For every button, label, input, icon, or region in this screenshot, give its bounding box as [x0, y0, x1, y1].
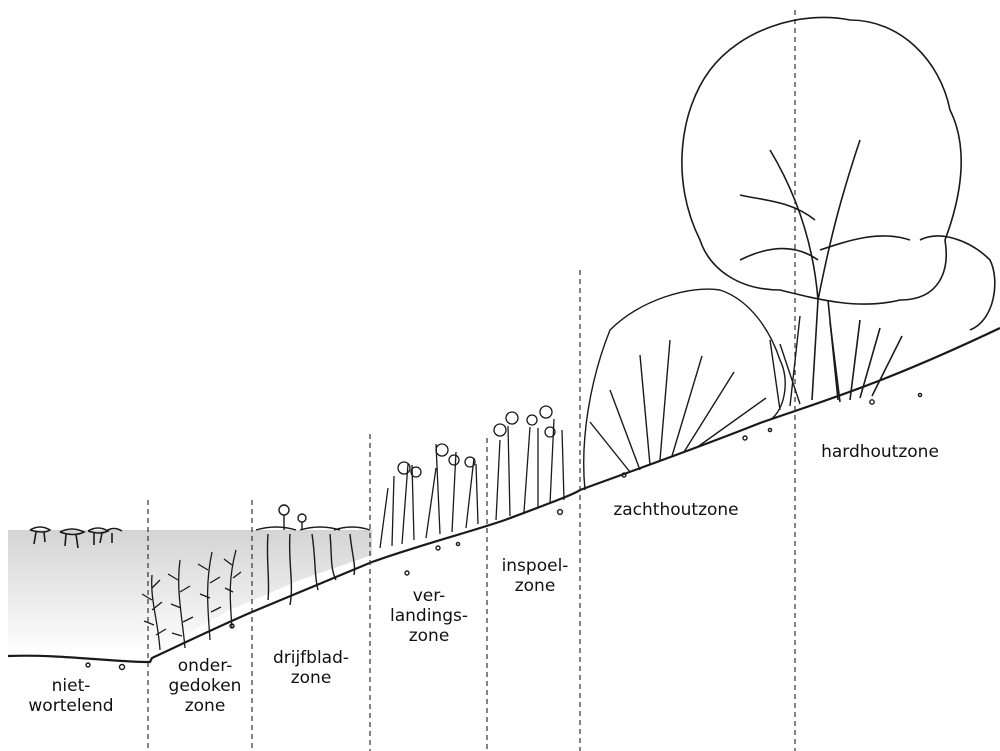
zone-label-niet-wortelend: niet-wortelend [16, 676, 126, 716]
marsh-plants [380, 406, 564, 548]
zone-label-zachthout: zachthoutzone [596, 500, 756, 520]
zone-label-inspoel: inspoel-zone [490, 556, 580, 596]
zone-label-verlandings: ver-landings-zone [372, 586, 486, 646]
hardwood-tree [682, 17, 995, 402]
water-body [8, 530, 372, 655]
zone-label-drijfblad: drijfblad-zone [256, 648, 366, 688]
softwood-shrubs [584, 289, 800, 490]
zone-label-hardhout: hardhoutzone [800, 442, 960, 462]
